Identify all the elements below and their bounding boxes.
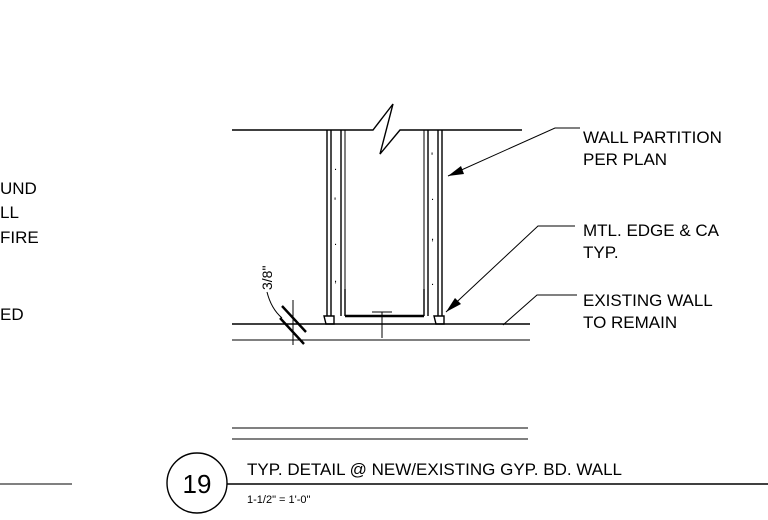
callout-wall-partition: WALL PARTITION PER PLAN <box>583 128 722 169</box>
callout-edge-cap: MTL. EDGE & CA TYP. <box>583 221 720 262</box>
callout-edge-cap-line-2: TYP. <box>583 243 619 262</box>
gap-dimension-label: 3/8" <box>259 266 275 290</box>
top-break-line <box>232 103 522 155</box>
left-wall-stud: . ' . , <box>326 130 346 316</box>
leader-existing-wall <box>502 294 577 326</box>
left-note-line-1: UND <box>0 179 37 198</box>
bottom-track <box>323 289 445 338</box>
detail-number: 19 <box>183 469 212 499</box>
svg-text:.: . <box>334 236 337 248</box>
svg-text:.: . <box>334 161 337 173</box>
right-wall-stud: ' . , . <box>423 130 443 316</box>
leader-edge-cap <box>445 225 575 313</box>
leader-wall-partition <box>447 127 580 177</box>
callout-edge-cap-line-1: MTL. EDGE & CA <box>583 221 720 240</box>
callout-existing-wall: EXISTING WALL TO REMAIN <box>583 291 713 332</box>
callout-existing-wall-line-2: TO REMAIN <box>583 313 677 332</box>
left-note-line-3: FIRE <box>0 228 39 247</box>
callout-wall-partition-line-1: WALL PARTITION <box>583 128 722 147</box>
detail-number-bubble <box>166 452 228 514</box>
svg-text:': ' <box>334 196 336 208</box>
left-note-line-4: ED <box>0 305 24 324</box>
svg-text:.: . <box>431 191 434 203</box>
svg-text:,: , <box>334 273 337 285</box>
detail-scale: 1-1/2" = 1'-0" <box>247 494 311 506</box>
callout-wall-partition-line-2: PER PLAN <box>583 150 667 169</box>
callout-existing-wall-line-1: EXISTING WALL <box>583 291 713 310</box>
title-block: 19 TYP. DETAIL @ NEW/EXISTING GYP. BD. W… <box>166 452 768 514</box>
svg-text:.: . <box>431 276 434 288</box>
left-note-fragment: UND LL FIRE ED <box>0 179 39 324</box>
svg-text:,: , <box>431 231 434 243</box>
left-note-line-2: LL <box>0 203 19 222</box>
svg-text:': ' <box>431 151 433 163</box>
detail-title: TYP. DETAIL @ NEW/EXISTING GYP. BD. WALL <box>247 460 622 479</box>
gap-dimension: 3/8" <box>259 266 307 345</box>
